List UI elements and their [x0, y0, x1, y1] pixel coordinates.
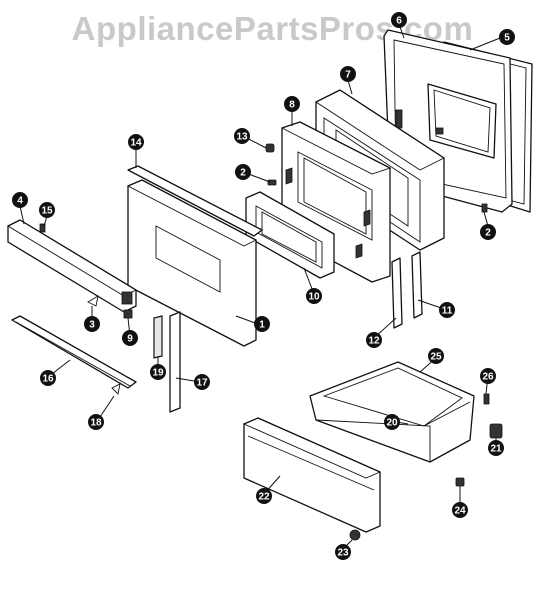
callout-circle	[122, 330, 138, 346]
callout-label: 26	[482, 372, 494, 383]
callout-circle	[428, 348, 444, 364]
callout-label: 22	[258, 492, 270, 503]
callout-p18: 18	[88, 414, 104, 430]
callout-p2b: 2	[480, 224, 496, 240]
callout-circle	[128, 134, 144, 150]
callout-p24: 24	[452, 502, 468, 518]
callout-circle	[234, 128, 250, 144]
callout-circle	[306, 288, 322, 304]
callout-p10: 10	[306, 288, 322, 304]
drawer-front-panel	[242, 417, 382, 533]
callout-label: 11	[442, 306, 453, 317]
callout-label: 12	[368, 336, 380, 347]
callout-label: 1	[259, 320, 265, 331]
callout-circle	[384, 414, 400, 430]
lower-trim-strip	[11, 315, 137, 389]
callout-p13: 13	[234, 128, 250, 144]
callout-circle	[235, 164, 251, 180]
callout-p22: 22	[256, 488, 272, 504]
callout-label: 7	[345, 70, 351, 81]
storage-drawer-tub	[309, 361, 475, 463]
callout-p12: 12	[366, 332, 382, 348]
door-handle-rail	[7, 219, 137, 313]
callout-label: 14	[130, 138, 142, 149]
side-strip-right	[411, 251, 423, 319]
top-trim-strip	[127, 165, 263, 237]
callout-circle	[439, 302, 455, 318]
callout-label: 2	[485, 228, 491, 239]
callout-p20: 20	[384, 414, 400, 430]
callout-label: 13	[236, 132, 248, 143]
callout-p6: 6	[391, 12, 407, 28]
callout-p14: 14	[128, 134, 144, 150]
callout-p16: 16	[40, 370, 56, 386]
callout-p3: 3	[84, 316, 100, 332]
callout-circle	[488, 440, 504, 456]
callout-p7: 7	[340, 66, 356, 82]
callout-circle	[340, 66, 356, 82]
callout-label: 23	[337, 548, 349, 559]
callout-label: 21	[490, 444, 502, 455]
callout-circle	[194, 374, 210, 390]
callout-label: 10	[308, 292, 320, 303]
callout-label: 24	[454, 506, 466, 517]
side-strip-left	[391, 257, 403, 329]
insulation-strip	[153, 315, 163, 359]
callout-p23: 23	[335, 544, 351, 560]
callout-label: 17	[196, 378, 208, 389]
callout-circle	[39, 202, 55, 218]
callout-p19: 19	[150, 364, 166, 380]
callout-p5: 5	[499, 29, 515, 45]
callout-label: 25	[430, 352, 442, 363]
callout-label: 15	[41, 206, 53, 217]
callout-p1: 1	[254, 316, 270, 332]
callout-circle	[335, 544, 351, 560]
callout-p21: 21	[488, 440, 504, 456]
side-trim	[169, 311, 181, 413]
callout-p2a: 2	[235, 164, 251, 180]
callout-label: 20	[386, 418, 398, 429]
callout-circle	[150, 364, 166, 380]
callout-p15: 15	[39, 202, 55, 218]
callout-label: 18	[90, 418, 102, 429]
callout-label: 8	[289, 100, 295, 111]
callout-label: 3	[89, 320, 95, 331]
callout-circle	[84, 316, 100, 332]
callout-circle	[40, 370, 56, 386]
callout-circle	[254, 316, 270, 332]
callout-p11: 11	[439, 302, 455, 318]
callout-label: 2	[240, 168, 246, 179]
callout-p25: 25	[428, 348, 444, 364]
callout-circle	[12, 192, 28, 208]
callout-circle	[480, 368, 496, 384]
callout-p8: 8	[284, 96, 300, 112]
callout-p4: 4	[12, 192, 28, 208]
callout-label: 16	[42, 374, 54, 385]
callout-label: 5	[504, 33, 510, 44]
callout-p9: 9	[122, 330, 138, 346]
callout-circle	[499, 29, 515, 45]
outer-door-panel	[126, 179, 257, 347]
callout-p26: 26	[480, 368, 496, 384]
callout-label: 19	[152, 368, 164, 379]
callout-label: 6	[396, 16, 402, 27]
callout-circle	[452, 502, 468, 518]
callout-label: 4	[17, 196, 23, 207]
callout-circle	[480, 224, 496, 240]
callout-p17: 17	[194, 374, 210, 390]
callout-circle	[366, 332, 382, 348]
callout-label: 9	[127, 334, 133, 345]
callout-circle	[284, 96, 300, 112]
callout-circle	[391, 12, 407, 28]
callout-circle	[256, 488, 272, 504]
callout-circle	[88, 414, 104, 430]
